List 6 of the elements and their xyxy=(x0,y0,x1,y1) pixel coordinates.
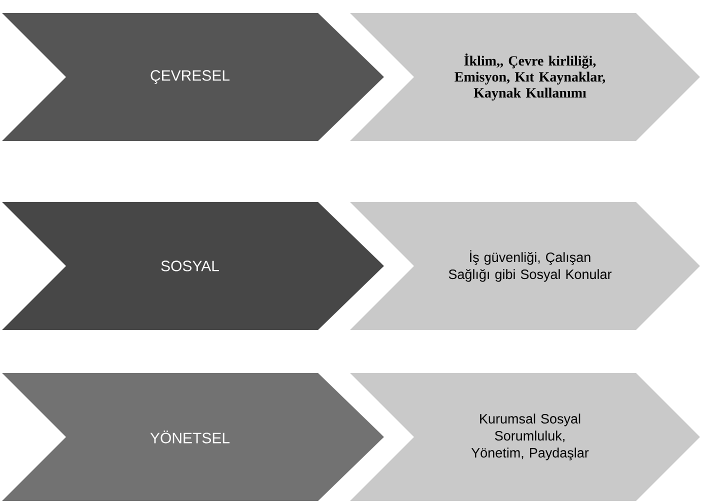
chevron-box: İş güvenliği, Çalışan Sağlığı gibi Sosyal Konular xyxy=(350,202,700,330)
chevron-label: YÖNETSEL xyxy=(2,372,384,501)
chevron-label: ÇEVRESEL xyxy=(2,13,384,141)
chevron-label: SOSYAL xyxy=(2,202,384,330)
chevron-box: İklim,, Çevre kirliliği, Emisyon, Kıt Kaynaklar, Kaynak Kullanımı xyxy=(350,13,700,141)
chevron-box: Kurumsal Sosyal Sorumluluk, Yönetim, Paydaşlar xyxy=(350,372,700,501)
